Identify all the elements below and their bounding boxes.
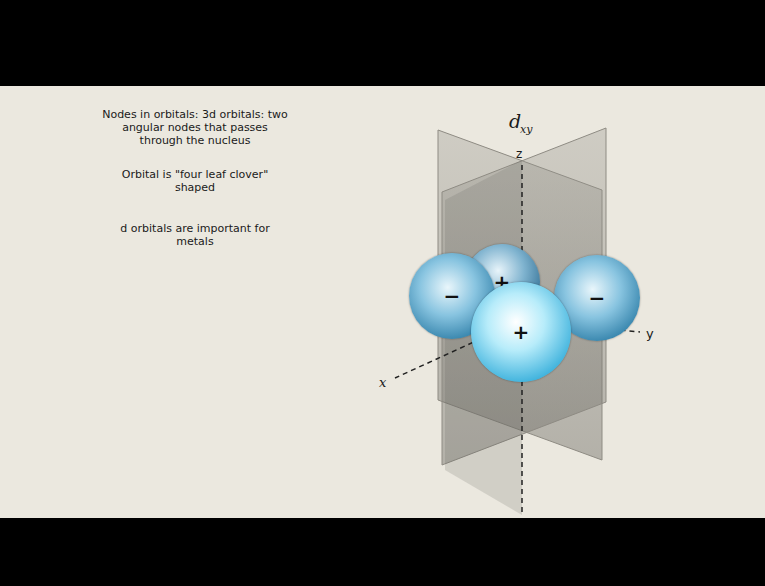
orbital-name: d [509, 112, 521, 131]
orbital-lobe: + [471, 282, 571, 382]
slide-panel [0, 86, 765, 518]
phase-sign: + [513, 320, 530, 344]
slide-note: d orbitals are important for metals [100, 222, 290, 248]
orbital-subscript: xy [520, 124, 532, 135]
slide-note: Nodes in orbitals: 3d orbitals: two angu… [100, 108, 290, 147]
slide-note: Orbital is "four leaf clover" shaped [100, 168, 290, 194]
phase-sign: − [444, 284, 461, 308]
phase-sign: − [589, 286, 606, 310]
axis-label: y [646, 327, 654, 340]
axis-label: z [516, 148, 522, 160]
axis-label: x [379, 376, 386, 389]
